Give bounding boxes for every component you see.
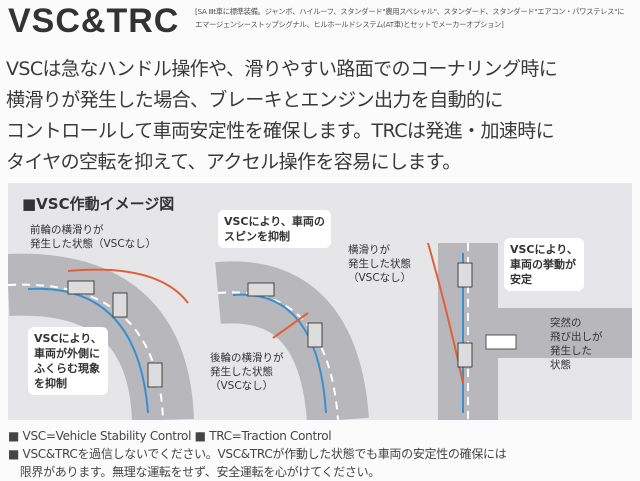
abbreviation-note: ■ VSC=Vehicle Stability Control ■ TRC=Tr…	[8, 429, 332, 443]
body-text: タイヤの空転を抑えて、アクセル操作を容易にします。	[6, 151, 461, 173]
caution-note: ■ VSC&TRCを過信しないでください。VSC&TRCが作動した状態でも車両の…	[8, 447, 507, 461]
vsc-diagram: ■VSC作動イメージ図 前輪の横滑りが 発生した状態（VSCなし） VSCにより…	[8, 183, 632, 420]
front-skid-label: 前輪の横滑りが 発生した状態（VSCなし）	[30, 224, 157, 250]
car-icon	[457, 342, 473, 368]
body-text: 横滑りが発生した場合、ブレーキとエンジン出力を自動的に	[6, 89, 503, 111]
stability-callout: VSCにより、 車両の挙動が 安定	[504, 238, 584, 291]
car-icon	[247, 282, 275, 297]
car-icon	[147, 362, 163, 388]
equipment-note: [SA Ⅲt車に標準装備。ジャンボ、ハイルーフ、スタンダード"農用スペシャル"、…	[195, 7, 625, 16]
body-text: VSCは急なハンドル操作や、滑りやすい路面でのコーナリング時に	[6, 58, 558, 80]
body-text: コントロールして車両安定性を確保します。TRCは発進・加速時に	[6, 120, 555, 142]
understeer-callout: VSCにより、 車両が外側に ふくらむ現象 を抑制	[28, 327, 108, 395]
sudden-obstacle-label: 突然の 飛び出しが 発生した 状態	[550, 317, 603, 371]
caution-note-2: 限界があります。無理な運転をせず、安全運転を心がけてください。	[8, 465, 381, 479]
footer-notes: ■ VSC=Vehicle Stability Control ■ TRC=Tr…	[8, 427, 636, 481]
car-icon	[67, 280, 95, 295]
body-paragraph: VSCは急なハンドル操作や、滑りやすい路面でのコーナリング時に 横滑りが発生した…	[6, 54, 634, 178]
skid-label: 横滑りが 発生した状態 （VSCなし）	[348, 244, 412, 284]
car-icon	[457, 262, 473, 288]
car-icon	[112, 292, 128, 318]
diagram-heading: ■VSC作動イメージ図	[22, 195, 175, 213]
rear-skid-label: 後輪の横滑りが 発生した状態 （VSCなし）	[210, 352, 284, 392]
car-icon	[307, 322, 323, 348]
road-illustrations	[8, 242, 632, 420]
panel3-road	[427, 242, 632, 420]
equipment-note-2: エマージェンシーストップシグナル、ヒルホールドシステム(AT車)とセットでメーカ…	[195, 19, 504, 29]
equipment-note-block: [SA Ⅲt車に標準装備。ジャンボ、ハイルーフ、スタンダード"農用スペシャル"、…	[195, 7, 635, 32]
spin-callout: VSCにより、車両の スピンを抑制	[218, 210, 331, 248]
page-title: VSC&TRC	[8, 2, 180, 40]
